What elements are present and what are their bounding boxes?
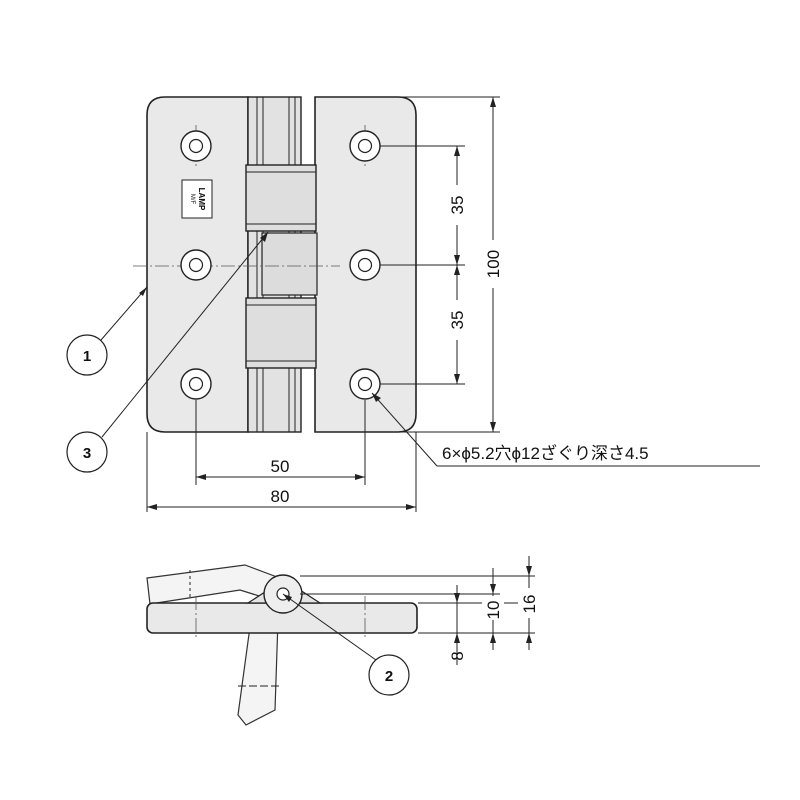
dim-10: 10 (482, 568, 504, 650)
dim-50: 50 (196, 457, 365, 480)
dim-8: 8 (448, 585, 467, 665)
callout-2: 2 (282, 593, 410, 696)
top-view: LAMP M/F (66, 96, 760, 512)
hole-note: 6×ϕ5.2穴ϕ12ざぐり深さ4.5 (371, 392, 760, 467)
callout-2-label: 2 (385, 668, 393, 685)
callout-3: 3 (66, 231, 269, 473)
knuckle-lower (245, 297, 317, 369)
dim-35-upper: 35 (446, 146, 468, 265)
hole-left-top (180, 130, 212, 162)
dim-100-label: 100 (484, 250, 503, 278)
dim-100: 100 (482, 97, 504, 432)
dim-35-upper-label: 35 (448, 196, 467, 215)
hole-right-bottom (349, 368, 381, 400)
hole-left-middle (180, 249, 212, 281)
callout-1-label: 1 (83, 348, 91, 365)
logo-sub: M/F (189, 194, 195, 205)
knuckle-middle (261, 232, 318, 296)
dim-35-lower: 35 (446, 265, 468, 384)
hole-right-top (349, 130, 381, 162)
dim-80-label: 80 (271, 487, 290, 506)
dim-16: 16 (518, 556, 540, 650)
dim-50-label: 50 (271, 457, 290, 476)
dim-8-label: 8 (448, 651, 467, 660)
knuckle-upper (245, 164, 317, 232)
dim-35-lower-label: 35 (448, 311, 467, 330)
dim-80: 80 (147, 487, 416, 510)
callout-3-label: 3 (83, 445, 91, 462)
logo-text: LAMP (197, 188, 206, 211)
hole-note-text: 6×ϕ5.2穴ϕ12ざぐり深さ4.5 (442, 443, 649, 463)
side-view: 8 10 16 2 (146, 556, 540, 726)
dim-10-label: 10 (484, 601, 503, 620)
dim-16-label: 16 (520, 595, 539, 614)
callout-1: 1 (66, 286, 148, 376)
hole-left-bottom (180, 368, 212, 400)
lamp-logo-stamp: LAMP M/F (181, 179, 213, 219)
hole-right-middle (349, 249, 381, 281)
